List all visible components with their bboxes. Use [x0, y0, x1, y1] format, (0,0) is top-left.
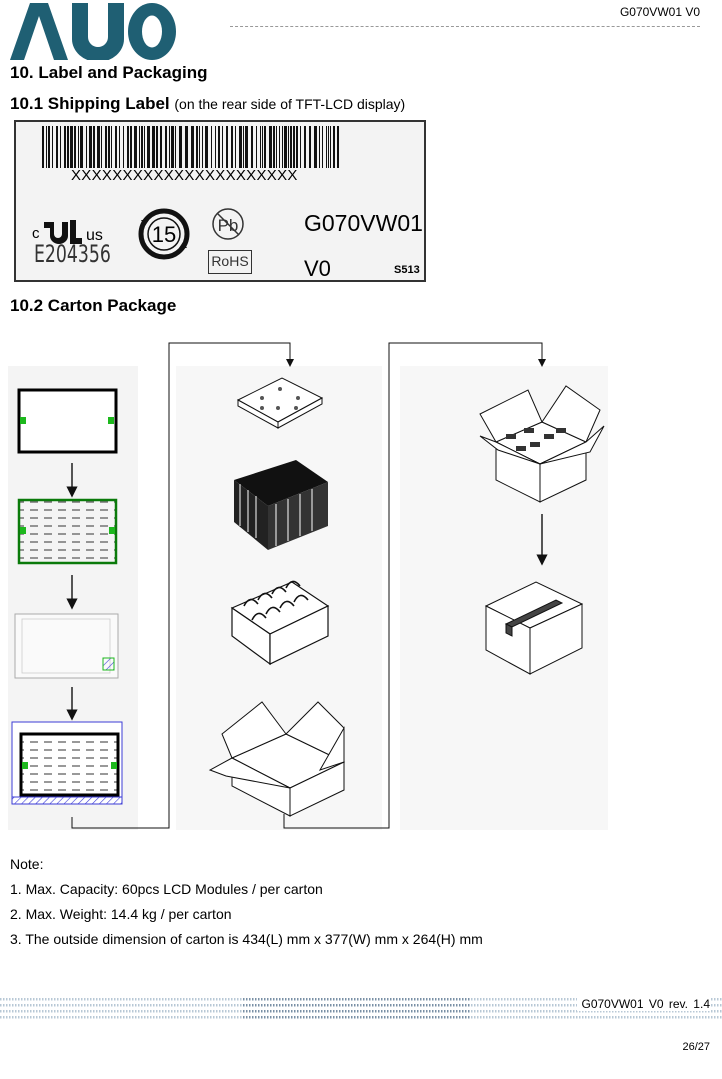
pb-text: Pb [218, 216, 239, 235]
version: V0 [304, 256, 331, 281]
lcd-module-step-1 [17, 388, 118, 454]
rohs-icon: RoHS [208, 250, 252, 274]
shipping-label-title: 10.1 Shipping Label [10, 94, 170, 113]
carton-sealed-icon [484, 581, 584, 675]
carton-package-title: 10.2 Carton Package [10, 296, 177, 315]
lcd-module-step-3-rear [14, 613, 119, 679]
section-title: 10. Label and Packaging [10, 63, 208, 82]
note-item: 2. Max. Weight: 14.4 kg / per carton [10, 906, 232, 922]
connector-middle-to-right [283, 342, 546, 829]
lcd-module-step-2-bagged [17, 498, 118, 565]
header-divider [230, 26, 700, 27]
notes-heading: Note: [10, 856, 44, 872]
note-item: 3. The outside dimension of carton is 43… [10, 931, 483, 947]
barcode-text: XXXXXXXXXXXXXXXXXXXXXX [71, 167, 298, 184]
label-code: S513 [394, 264, 420, 276]
carton-open-icon [208, 701, 346, 817]
footer-doc-rev: G070VW01 V0 rev. 1.4 [577, 997, 710, 1011]
auo-logo [10, 3, 176, 60]
page-number: 26/27 [682, 1041, 710, 1053]
ul-c-text: c [32, 225, 40, 242]
ul-us-text: us [86, 227, 103, 244]
model-number: G070VW01 [304, 210, 423, 236]
badge-number: 15 [152, 222, 176, 247]
pb-free-icon: Pb [212, 208, 244, 240]
ul-mark-icon: c us [32, 220, 103, 244]
tray-icon [236, 377, 324, 429]
barcode-icon [42, 126, 339, 168]
lcd-module-step-4-boxed [11, 721, 123, 805]
cert-number: E204356 [34, 240, 111, 268]
carton-filled-icon [479, 385, 605, 503]
recycle-15-icon: 15 [138, 208, 190, 260]
shipping-label: XXXXXXXXXXXXXXXXXXXXXX c us E204356 15 P… [14, 120, 426, 282]
doc-id: G070VW01 V0 [619, 5, 700, 19]
tray-stack-icon [230, 580, 330, 666]
carton-package-diagram [8, 342, 608, 830]
connector-left-to-middle [71, 342, 294, 829]
shipping-label-subtitle: (on the rear side of TFT-LCD display) [174, 96, 406, 112]
shipping-label-heading: 10.1 Shipping Label (on the rear side of… [10, 94, 405, 114]
note-item: 1. Max. Capacity: 60pcs LCD Modules / pe… [10, 881, 323, 897]
notes: Note: 1. Max. Capacity: 60pcs LCD Module… [10, 852, 483, 952]
stacked-modules-icon [234, 460, 328, 550]
